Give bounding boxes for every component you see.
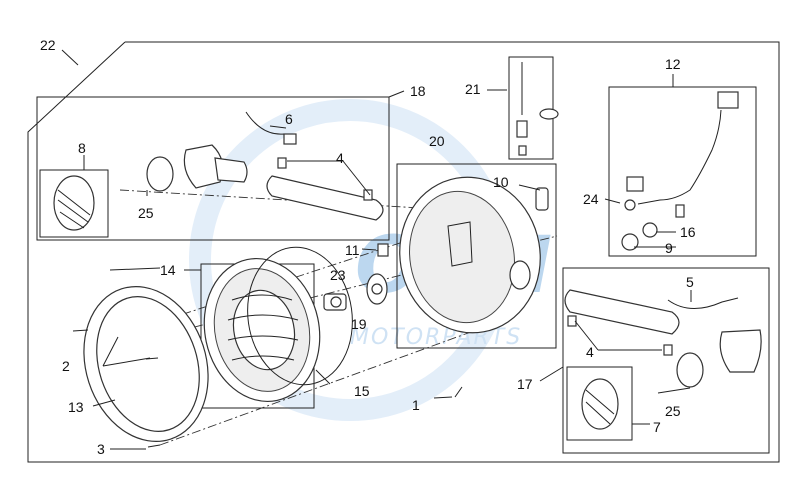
connector-clip [535, 187, 549, 211]
callout-1: 1 [412, 397, 420, 413]
callout-11: 11 [345, 242, 360, 258]
headlight-shell-group-box [396, 163, 557, 349]
callout-8: 8 [78, 140, 86, 156]
reflector-unit [203, 257, 321, 403]
callout-3: 3 [97, 441, 105, 457]
callout-2: 2 [62, 358, 70, 374]
headlight-shell [399, 176, 541, 334]
rear-indicator [53, 111, 384, 231]
callout-7: 7 [653, 419, 661, 435]
front-indicator [564, 289, 762, 430]
headlight-bulb [323, 293, 347, 311]
gasket-ring [247, 246, 353, 386]
callout-12: 12 [665, 56, 681, 72]
shell-screw [454, 386, 463, 398]
callout-18: 18 [410, 83, 426, 99]
front-lens-box [566, 366, 633, 441]
leader-lines [92, 125, 692, 450]
callout-20: 20 [429, 133, 445, 149]
rear-light-group-box [36, 96, 390, 241]
callout-10: 10 [493, 174, 509, 190]
rear-lens-box [39, 169, 109, 238]
callout-21: 21 [465, 81, 481, 97]
headlight-rim [83, 286, 209, 442]
callout-4-rear: 4 [336, 150, 344, 166]
rim-screw [147, 444, 161, 448]
callout-17: 17 [517, 376, 533, 392]
callout-4-front: 4 [586, 344, 594, 360]
mounting-bolt [516, 62, 559, 156]
callout-22: 22 [40, 37, 56, 53]
callout-24: 24 [583, 191, 599, 207]
callout-25-front: 25 [665, 403, 681, 419]
front-indicator-group-box [562, 267, 770, 454]
callout-5: 5 [686, 274, 694, 290]
callout-15: 15 [354, 383, 370, 399]
callout-14: 14 [160, 262, 176, 278]
callout-25-rear: 25 [138, 205, 154, 221]
wiring-harness-box [608, 86, 757, 257]
rim-screw [72, 329, 89, 332]
callout-23: 23 [330, 267, 346, 283]
callout-6: 6 [285, 111, 293, 127]
callout-labels: 22 18 21 12 6 20 8 4 10 24 25 16 11 9 14… [40, 37, 696, 457]
speed-nut [377, 243, 389, 257]
callout-13: 13 [68, 399, 84, 415]
wiring-harness [621, 91, 739, 251]
bulb-holder [366, 273, 388, 305]
outer-frame [27, 41, 780, 463]
callout-9: 9 [665, 240, 673, 256]
callout-16: 16 [680, 224, 696, 240]
callout-19: 19 [351, 316, 367, 332]
mounting-bolt-box [508, 56, 554, 160]
